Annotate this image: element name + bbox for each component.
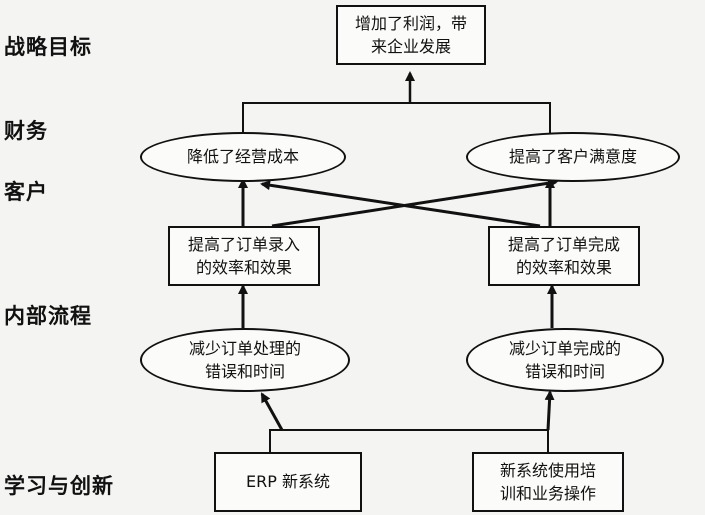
layer-label-finance: 财务: [4, 119, 48, 143]
node-order-entry-text: 提高了订单录入 的效率和效果: [187, 234, 300, 277]
node-training-text: 新系统使用培 训和业务操作: [499, 460, 596, 503]
node-errors-fulfill: 减少订单完成的 错误和时间: [466, 328, 664, 392]
node-errors-fulfill-text: 减少订单完成的 错误和时间: [508, 338, 621, 381]
node-erp: ERP 新系统: [214, 452, 362, 512]
arrow-order-entry-to-satisfaction: [271, 178, 558, 228]
arrow-order-fulfill-to-reduce-cost: [260, 180, 541, 228]
node-training: 新系统使用培 训和业务操作: [472, 452, 624, 512]
connector-finance-to-goal: [242, 102, 551, 140]
node-satisfaction-text: 提高了客户满意度: [508, 147, 637, 167]
node-erp-text: ERP 新系统: [246, 472, 330, 492]
node-order-entry: 提高了订单录入 的效率和效果: [168, 226, 320, 286]
node-goal-text: 增加了利润，带 来企业发展: [354, 13, 467, 56]
node-errors-processing: 减少订单处理的 错误和时间: [140, 328, 350, 392]
arrow-learning-to-errors-processing: [260, 392, 284, 431]
layer-label-process: 内部流程: [4, 304, 92, 328]
node-goal: 增加了利润，带 来企业发展: [336, 5, 486, 65]
node-order-fulfill: 提高了订单完成 的效率和效果: [488, 226, 640, 286]
node-reduce-cost: 降低了经营成本: [140, 132, 346, 182]
connector-learning-split: [269, 429, 549, 452]
layer-label-learning: 学习与创新: [4, 474, 114, 498]
arrow-learning-to-errors-fulfill: [544, 390, 555, 431]
node-satisfaction: 提高了客户满意度: [466, 132, 680, 182]
node-reduce-cost-text: 降低了经营成本: [186, 147, 299, 167]
node-errors-processing-text: 减少订单处理的 错误和时间: [188, 338, 301, 381]
layer-label-customer: 客户: [4, 180, 48, 204]
node-order-fulfill-text: 提高了订单完成 的效率和效果: [507, 234, 620, 277]
layer-label-strategy: 战略目标: [4, 35, 92, 59]
